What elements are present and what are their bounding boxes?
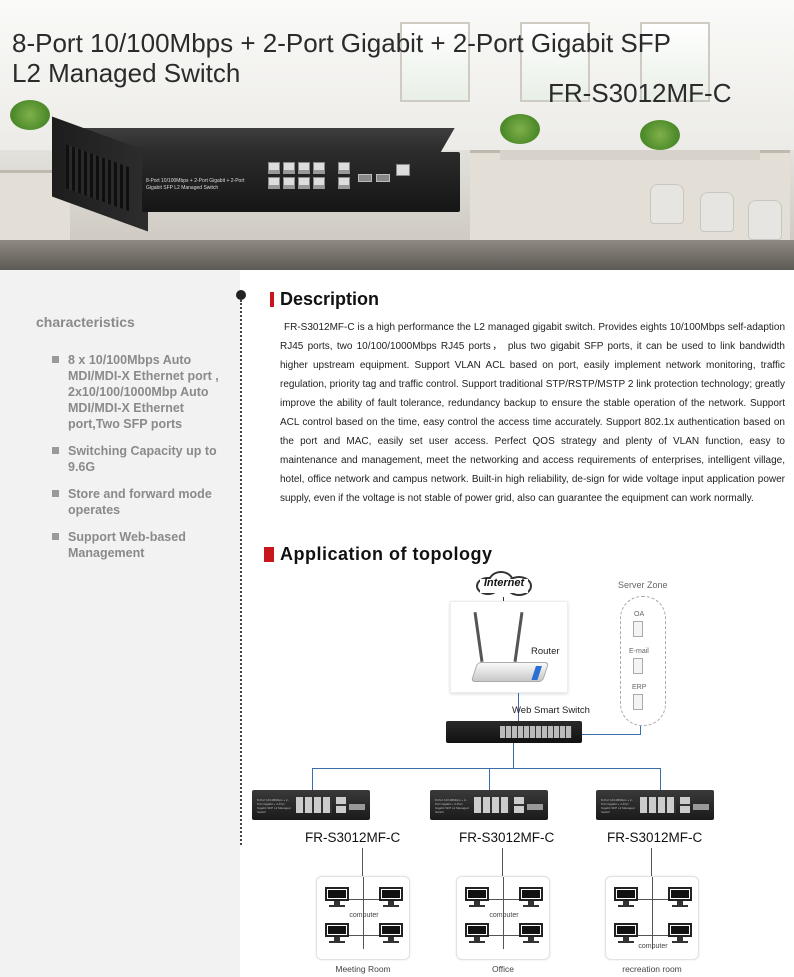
bullet-square-icon [52,490,59,497]
computer-icon [666,923,694,943]
characteristics-heading: characteristics [36,314,135,330]
switch-model-label: FR-S3012MF-C [459,830,555,845]
link-line [651,848,652,876]
office-chair [650,184,684,224]
server-zone-label: Server Zone [618,580,668,590]
switch-front-label: 8-Port 10/100Mbps + 2-Port Gigabit + 2-P… [146,178,245,191]
link-line [503,597,504,603]
office-floor [0,240,794,270]
switch-fast-ethernet-ports [268,162,325,189]
computer-icon [666,887,694,907]
server-icon [633,658,643,674]
office-room-panel: computer [456,876,550,960]
office-chair [700,192,734,232]
link-line [312,768,313,790]
computer-icon [323,923,351,943]
switch-sfp-port [358,174,372,182]
characteristics-list: 8 x 10/100Mbps Auto MDI/MDI-X Ethernet p… [52,352,238,572]
list-item: Support Web-based Management [52,529,238,561]
server-icon [633,694,643,710]
web-smart-switch-icon [446,721,582,743]
l2-switch-icon: 8-Port 10/100Mbps + 2-Port Gigabit + 2-P… [252,790,370,824]
link-line [513,743,514,768]
model-number: FR-S3012MF-C [548,78,732,108]
link-line [582,734,640,735]
computer-label: computer [489,912,519,919]
link-line [518,693,519,721]
room-name: recreation room [622,964,682,974]
list-item: Store and forward mode operates [52,486,238,518]
page-title: 8-Port 10/100Mbps + 2-Port Gigabit + 2-P… [12,28,772,88]
office-window [400,22,470,102]
office-cubicle [470,150,790,240]
computer-icon [323,887,351,907]
server-label: OA [634,611,645,618]
computer-icon [612,923,640,943]
plant [10,100,50,130]
computer-icon [517,887,545,907]
l2-switch-icon: 8-Port 10/100Mbps + 2-Port Gigabit + 2-P… [596,790,714,824]
computer-icon [463,923,491,943]
switch-front-label: 8-Port 10/100Mbps + 2-Port Gigabit + 2-P… [435,798,469,814]
internet-cloud-icon [474,571,534,599]
server-label: E-mail [629,648,649,655]
computer-label: computer [349,912,379,919]
title-line-2: L2 Managed Switch [12,58,241,88]
computer-icon [377,923,405,943]
plant [640,120,680,150]
switch-sfp-port [376,174,390,182]
dotted-divider [240,300,242,845]
office-chair [748,200,782,240]
bullet-square-icon [52,356,59,363]
recreation-room-panel: computer [605,876,699,960]
title-line-1: 8-Port 10/100Mbps + 2-Port Gigabit + 2-P… [12,28,671,58]
switch-front-label: 8-Port 10/100Mbps + 2-Port Gigabit + 2-P… [601,798,635,814]
room-name: Meeting Room [335,964,391,974]
web-switch-label: Web Smart Switch [512,705,590,716]
switch-gigabit-ports [338,162,350,189]
section-marker-icon [264,547,274,562]
link-line [502,848,503,876]
computer-label: computer [638,943,668,950]
switch-product-image: 8-Port 10/100Mbps + 2-Port Gigabit + 2-P… [52,116,462,240]
switch-model-label: FR-S3012MF-C [607,830,703,845]
plant [500,114,540,144]
divider-dot-icon [236,290,246,300]
switch-console-port [396,164,410,176]
bullet-square-icon [52,533,59,540]
link-line [640,726,641,735]
switch-model-label: FR-S3012MF-C [305,830,401,845]
link-line [660,768,661,790]
link-line [489,768,490,790]
list-item: 8 x 10/100Mbps Auto MDI/MDI-X Ethernet p… [52,352,238,432]
bullet-square-icon [52,447,59,454]
room-name: Office [491,964,515,974]
internet-label: Internet [483,577,525,589]
office-window [640,22,710,102]
router-icon [470,662,550,682]
characteristics-panel: characteristics 8 x 10/100Mbps Auto MDI/… [0,270,240,977]
office-desk [500,150,760,160]
description-heading: Description [280,289,380,309]
list-item: Switching Capacity up to 9.6G [52,443,238,475]
switch-front-label: 8-Port 10/100Mbps + 2-Port Gigabit + 2-P… [257,798,291,814]
l2-switch-icon: 8-Port 10/100Mbps + 2-Port Gigabit + 2-P… [430,790,548,824]
meeting-room-panel: computer [316,876,410,960]
computer-icon [517,923,545,943]
section-marker-icon [270,292,274,307]
topology-heading: Application of topology [280,544,493,564]
computer-icon [463,887,491,907]
computer-icon [612,887,640,907]
link-line [362,848,363,876]
server-zone [620,596,666,726]
server-icon [633,621,643,637]
description-text: FR-S3012MF-C is a high performance the L… [280,322,785,504]
hero-banner: 8-Port 10/100Mbps + 2-Port Gigabit + 2-P… [0,0,794,270]
office-window [520,22,590,102]
computer-icon [377,887,405,907]
server-label: ERP [632,684,647,691]
link-line [312,768,661,769]
router-label: Router [531,646,560,657]
